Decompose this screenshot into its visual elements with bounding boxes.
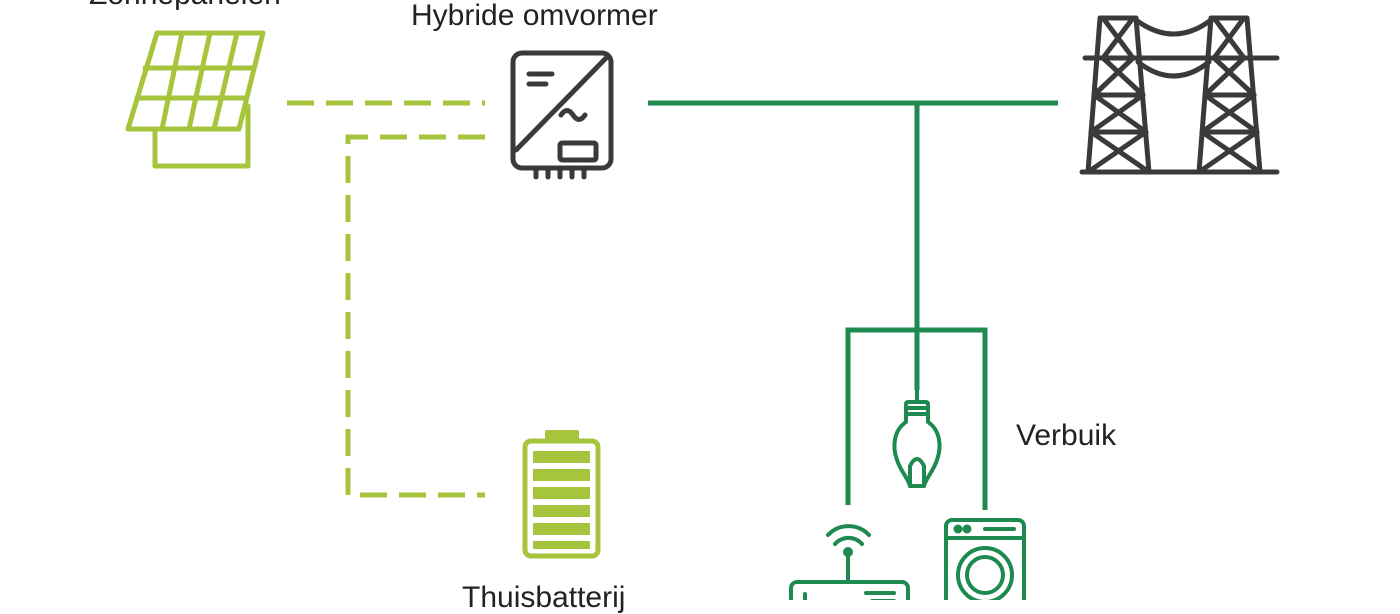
solar-panels-label: Zonnepanelen (89, 0, 281, 10)
light-bulb-icon (892, 388, 942, 488)
solar-panel-icon (125, 30, 266, 169)
battery-icon (522, 430, 601, 559)
hybrid-inverter-label: Hybride omvormer (411, 0, 658, 32)
ac-connections (648, 100, 1058, 510)
inverter-icon (510, 50, 614, 180)
dc-connections (287, 100, 485, 498)
power-pylon-icon (1079, 15, 1280, 175)
home-battery-label: Thuisbatterij (462, 581, 626, 614)
consumption-label: Verbuik (1016, 419, 1117, 452)
energy-diagram (125, 15, 1280, 600)
consumer-branch-line (845, 327, 988, 510)
battery-to-inverter-line (345, 134, 485, 498)
wifi-router-icon (789, 524, 910, 600)
washing-machine-icon (944, 518, 1026, 600)
